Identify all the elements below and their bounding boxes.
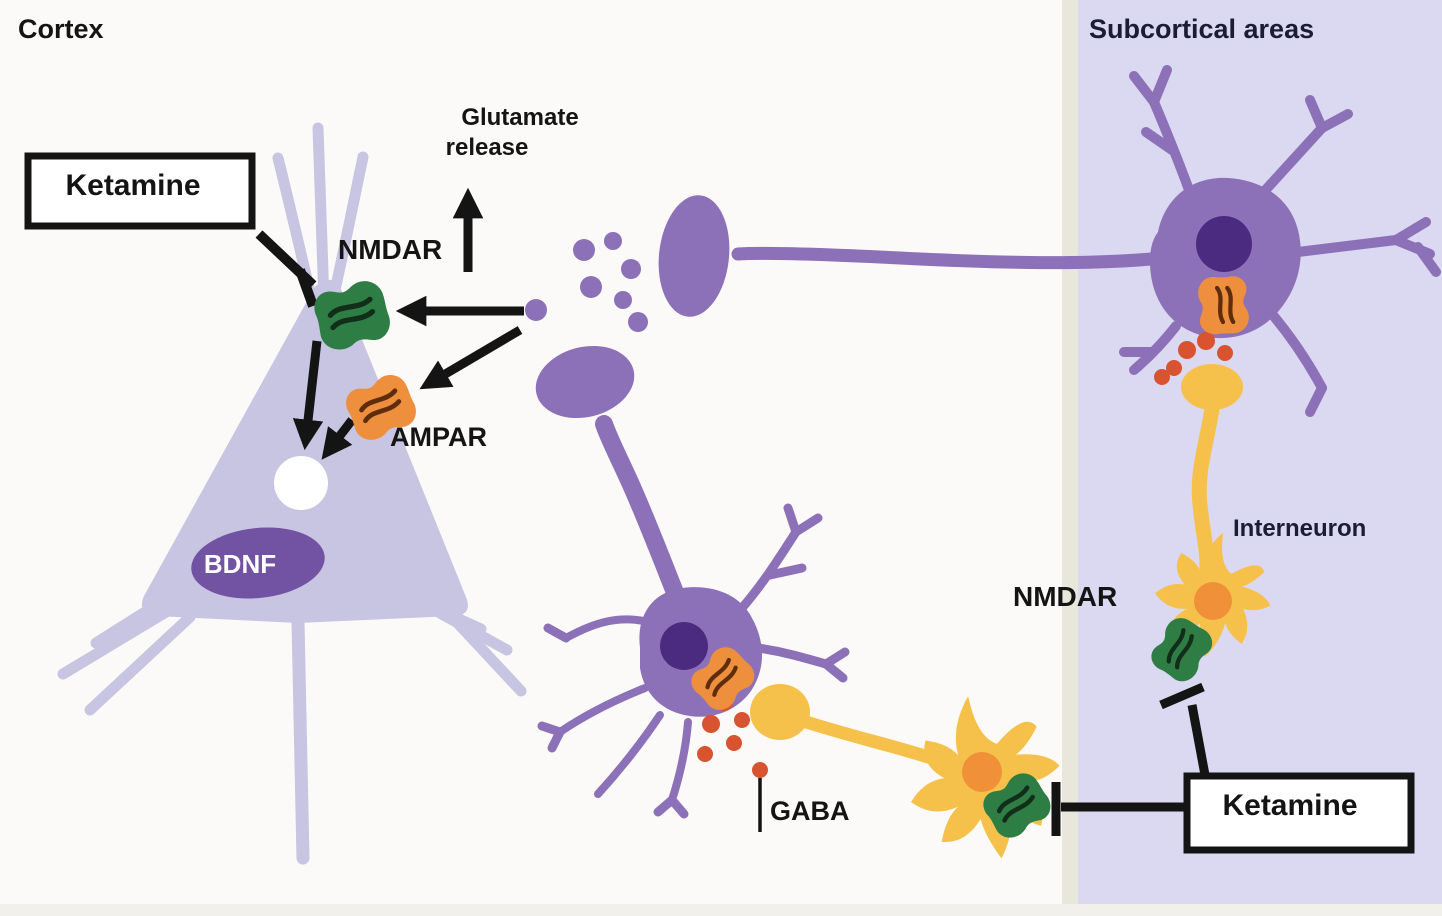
interneuron-terminal-bouton	[750, 684, 810, 740]
ketamine-cortex-inhibition	[255, 230, 318, 308]
gaba-vesicle	[702, 715, 720, 733]
interneuron-terminal-bouton	[1181, 364, 1243, 410]
interneuron-nuclei	[962, 582, 1232, 792]
interneuron-label: Interneuron	[1233, 515, 1366, 542]
central-neuron-nucleus	[660, 622, 708, 670]
ketamine-subcortical-inhibition	[758, 682, 1210, 836]
dendrite-twig	[1305, 383, 1327, 417]
glutamate-vesicle	[628, 312, 648, 332]
dendrite-twig	[1305, 95, 1327, 133]
basal-dendrite	[84, 611, 196, 716]
dendrite-twig	[667, 795, 689, 819]
panel-divider	[1062, 0, 1078, 916]
dendrite	[1293, 235, 1401, 257]
interneuron-nucleus	[1194, 582, 1232, 620]
dendrite-twig	[821, 659, 848, 683]
gaba-vesicle	[726, 735, 742, 751]
basal-dendrite	[90, 601, 159, 649]
ketamine-label-cortex: Ketamine	[65, 169, 200, 202]
glutamate-vesicle	[604, 232, 622, 250]
gaba-vesicle-released	[752, 762, 768, 778]
glutamate-synapse-vesicle	[1154, 369, 1170, 385]
dendrite-twig	[765, 563, 807, 580]
nmdar-label-cortex: NMDAR	[338, 234, 442, 265]
basal-dendrite	[57, 606, 172, 680]
ketamine-boxes	[24, 152, 1415, 854]
ampar-label: AMPAR	[390, 422, 487, 452]
central-neuron-terminal-bouton	[535, 345, 635, 419]
signaling-node-circle	[274, 456, 328, 510]
t-bar-stem	[1187, 704, 1210, 776]
dendrite	[753, 643, 831, 669]
central-neuron-axon	[595, 415, 687, 609]
dendrite-twig	[547, 727, 565, 753]
interneurons	[750, 364, 1284, 870]
glutamate-release-label-line2: release	[446, 134, 529, 161]
glutamate-vesicle	[580, 276, 602, 298]
nmdar-label-subcortical: NMDAR	[1013, 581, 1117, 612]
dendrite-twig	[1149, 65, 1172, 107]
dendrite	[562, 615, 652, 642]
basal-dendrite	[446, 611, 527, 697]
bdnf-nucleus	[191, 527, 325, 599]
subcortical-projection-neuron	[658, 65, 1441, 417]
bdnf-label: BDNF	[204, 549, 276, 579]
pyramidal-neuron	[57, 122, 527, 865]
ampar-receptor-icon	[1198, 276, 1249, 334]
ampar-to-signaling-arrow	[321, 417, 356, 460]
ketamine-box-subcortical	[1183, 772, 1415, 854]
glutamate-synapse-vesicle	[1217, 345, 1233, 361]
bottom-strip	[0, 904, 1442, 916]
projection-axon	[731, 246, 1169, 270]
interneuron-nucleus	[962, 752, 1002, 792]
pyramidal-axon	[291, 615, 310, 865]
dendrite-twig	[1141, 127, 1177, 155]
dendrite	[594, 711, 664, 798]
glutamate-synapse-vesicle	[1166, 360, 1182, 376]
cortex-title: Cortex	[18, 14, 104, 44]
dendrite-twig	[791, 513, 823, 537]
dendrite	[556, 684, 649, 736]
dendrite	[668, 718, 692, 804]
activation-arrows	[292, 187, 524, 460]
subcortical-neuron-nucleus	[1196, 216, 1252, 272]
glutamate-vesicle	[573, 239, 595, 261]
dendrite-twig	[1413, 242, 1441, 277]
t-bar-cap	[1159, 682, 1205, 710]
glutamate-vesicle	[621, 259, 641, 279]
glutamate-vesicles	[525, 232, 648, 332]
glutamate-vesicle	[525, 299, 547, 321]
dendrite	[1267, 309, 1327, 393]
ketamine-box-cortex	[24, 152, 256, 230]
diagram-labels: Cortex Subcortical areas Ketamine Ketami…	[18, 14, 1366, 826]
subcortical-background	[1078, 0, 1442, 916]
gaba-vesicle	[697, 746, 713, 762]
gaba-label: GABA	[770, 796, 850, 826]
dendrite-twig	[1317, 109, 1353, 133]
glutamate-to-ampar-arrow	[419, 326, 523, 390]
glutamate-synapse-vesicle	[1178, 341, 1196, 359]
interneuron-axon	[1191, 394, 1221, 580]
axon-terminal-bouton	[658, 195, 730, 317]
glutamate-release-label-line1: Glutamate	[461, 104, 578, 131]
dendrite-twig	[543, 623, 571, 643]
glutamate-synapse-vesicle	[1197, 332, 1215, 350]
ketamine-label-subcortical: Ketamine	[1222, 789, 1357, 822]
apical-dendrite	[312, 122, 330, 308]
dendrite	[1129, 321, 1181, 375]
nmdar-to-signaling-arrow	[292, 340, 324, 451]
gaba-vesicle	[734, 712, 750, 728]
t-bar-cap	[295, 268, 318, 308]
glutamate-vesicle	[614, 291, 632, 309]
central-neuron-dendrites	[537, 415, 850, 819]
subcortical-title: Subcortical areas	[1089, 14, 1314, 44]
